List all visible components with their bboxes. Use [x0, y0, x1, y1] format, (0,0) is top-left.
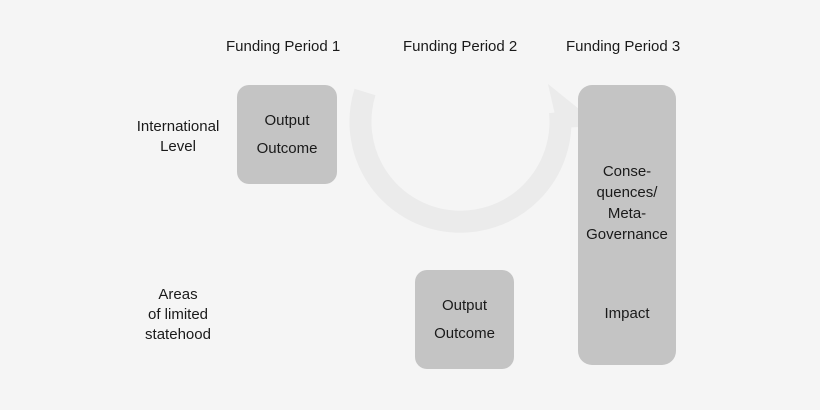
box-output-label: Output	[264, 111, 310, 129]
row-label-international: International Level	[128, 117, 228, 157]
impact-text: Impact	[604, 305, 650, 322]
box-fp2-limited: Output Outcome	[415, 270, 514, 369]
text-line: Conse-	[602, 163, 652, 180]
box-output-label: Output	[441, 296, 488, 314]
row-label-line: statehood	[145, 326, 211, 343]
text-line: Meta-	[607, 205, 647, 222]
row-label-line: Level	[160, 138, 196, 155]
row-label-line: of limited	[147, 306, 209, 323]
header-funding-period-3: Funding Period 3	[566, 38, 681, 55]
box-fp1-international: Output Outcome	[237, 85, 337, 184]
text-line: quences/	[596, 184, 658, 201]
box-outcome-label: Outcome	[256, 139, 318, 157]
text-line: Governance	[586, 226, 668, 243]
header-funding-period-1: Funding Period 1	[226, 38, 341, 55]
consequences-text: Conse- quences/ Meta- Governance	[578, 161, 676, 245]
header-funding-period-2: Funding Period 2	[403, 38, 518, 55]
box-fp3: Conse- quences/ Meta- Governance Impact	[578, 85, 676, 365]
row-label-line: International	[136, 118, 220, 135]
box-outcome-label: Outcome	[434, 324, 495, 342]
row-label-line: Areas	[158, 286, 198, 303]
row-label-limited-statehood: Areas of limited statehood	[128, 285, 228, 345]
